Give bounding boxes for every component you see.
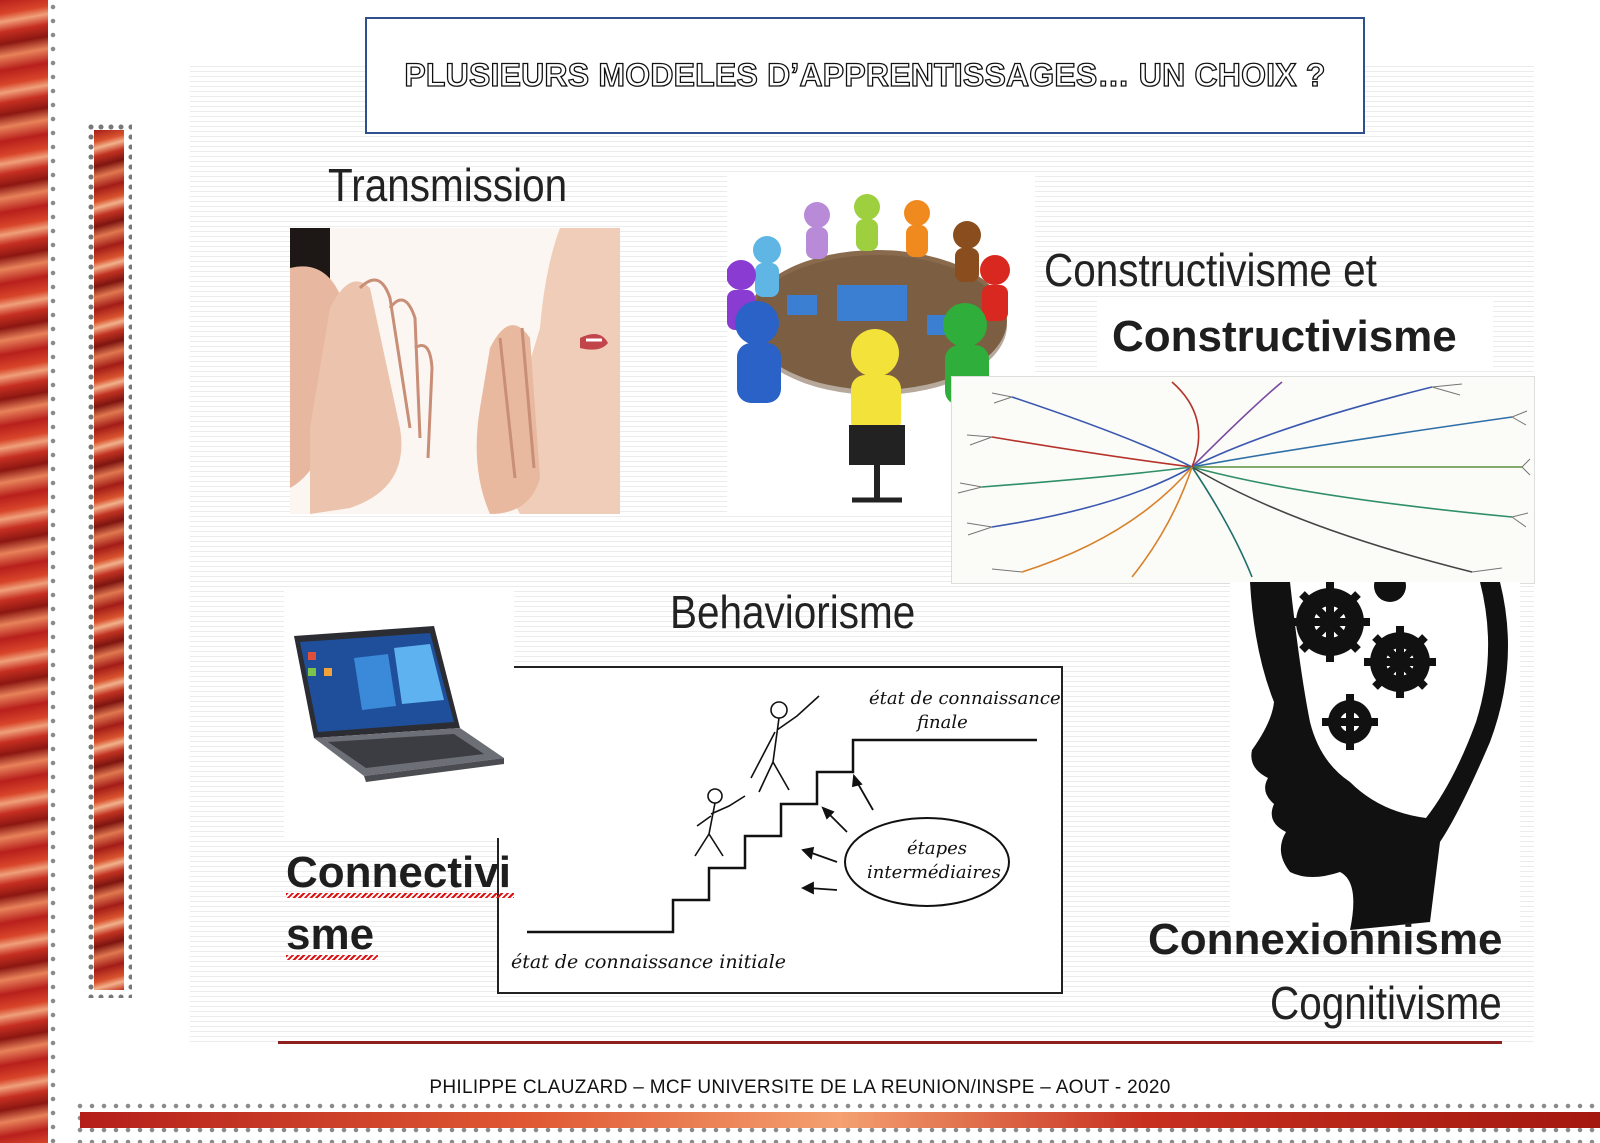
stairs-final-line2: finale (915, 712, 968, 733)
inner-decorative-strip (86, 122, 132, 998)
puzzle-team-illustration (726, 194, 1010, 503)
content-bottom-rule (278, 1041, 1502, 1044)
slide-title-box: PLUSIEURS MODELES D’APPRENTISSAGES… UN C… (365, 17, 1365, 134)
puzzle-table-image (726, 175, 1035, 515)
mind-map-illustration (957, 381, 1531, 578)
slide-footer: PHILIPPE CLAUZARD – MCF UNIVERSITE DE LA… (429, 1077, 1171, 1098)
label-constructivisme-backdrop (1097, 300, 1493, 370)
left-dotted-border (48, 0, 58, 1143)
label-transmission: Transmission (328, 159, 568, 211)
label-connectivisme-part1: Connectivi (286, 848, 511, 897)
stairs-diagram-image: étapes intermédiaires état de connaissan… (497, 666, 1063, 994)
label-connectivisme-part2: sme (286, 910, 375, 959)
label-constructivisme-et: Constructivisme et (1044, 244, 1377, 296)
inner-strip-stripe (94, 130, 124, 990)
head-gears-illustration (1250, 570, 1508, 930)
label-constructivisme: Constructivisme (1112, 312, 1457, 361)
spellcheck-underline-2 (286, 955, 378, 960)
left-decorative-border (0, 0, 48, 1143)
slide-title: PLUSIEURS MODELES D’APPRENTISSAGES… UN C… (404, 56, 1326, 93)
hands-whisper-illustration (290, 228, 620, 514)
stairs-final-line1: état de connaissance (869, 688, 1061, 709)
bottom-decorative-stripe (80, 1112, 1600, 1128)
laptop-illustration (294, 626, 504, 782)
laptop-image (284, 588, 514, 838)
stairs-diagram: étapes intermédiaires état de connaissan… (497, 666, 1063, 994)
stairs-initial-state: état de connaissance initiale (511, 951, 786, 973)
head-gears-image (1230, 570, 1520, 930)
stairs-intermediate-line1: étapes (907, 838, 967, 859)
label-connexionnisme: Connexionnisme (1148, 915, 1503, 964)
hands-whisper-image (290, 228, 620, 514)
mind-map-image (951, 376, 1535, 584)
spellcheck-underline-1 (286, 893, 514, 898)
stairs-intermediate-line2: intermédiaires (867, 862, 1001, 883)
label-behaviorisme: Behaviorisme (670, 586, 916, 638)
label-cognitivisme: Cognitivisme (1270, 977, 1502, 1029)
